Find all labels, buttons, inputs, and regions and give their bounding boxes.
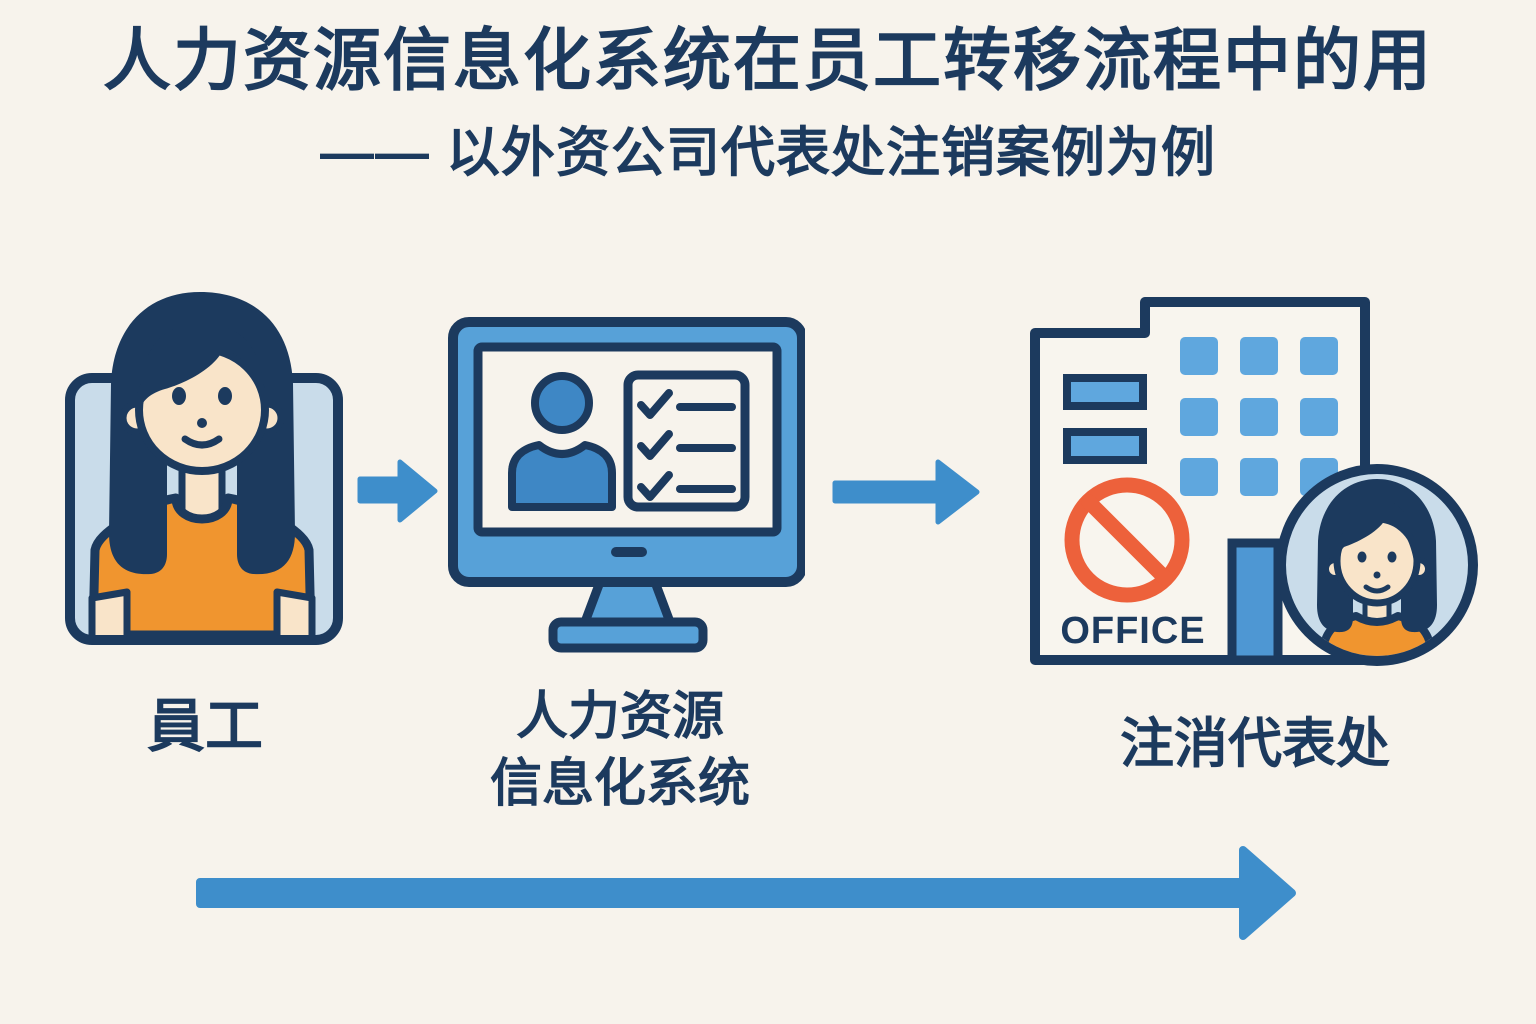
prohibition-sign-icon	[1064, 477, 1190, 603]
step-label-deregister-office: 注消代表处	[1120, 714, 1390, 774]
step-label-hr-system: 人力资源 信息化系统	[489, 688, 750, 813]
page-title: 人力资源信息化系统在员工转移流程中的用	[102, 23, 1433, 99]
deregistered-office-icon: OFFICE	[1030, 297, 1478, 666]
sign-bar	[1063, 428, 1147, 464]
process-flow-arrow-icon	[196, 846, 1296, 940]
window-grid	[1180, 337, 1338, 496]
checklist-icon	[623, 370, 750, 512]
step-label-employee: 員工	[146, 694, 263, 759]
sign-bar	[1063, 374, 1147, 410]
page-subtitle: —— 以外资公司代表处注销案例为例	[319, 123, 1216, 183]
arrow-right-icon	[832, 459, 980, 525]
monitor-base	[548, 617, 708, 653]
monitor-stand	[580, 577, 675, 627]
hr-system-monitor-icon	[448, 317, 805, 653]
office-sign-label: OFFICE	[1060, 610, 1205, 652]
employee-portrait-icon	[65, 292, 343, 645]
arrow-right-icon	[357, 459, 438, 523]
office-door	[1227, 538, 1283, 665]
employee-record-icon	[508, 372, 616, 511]
employee-avatar	[1276, 464, 1478, 666]
